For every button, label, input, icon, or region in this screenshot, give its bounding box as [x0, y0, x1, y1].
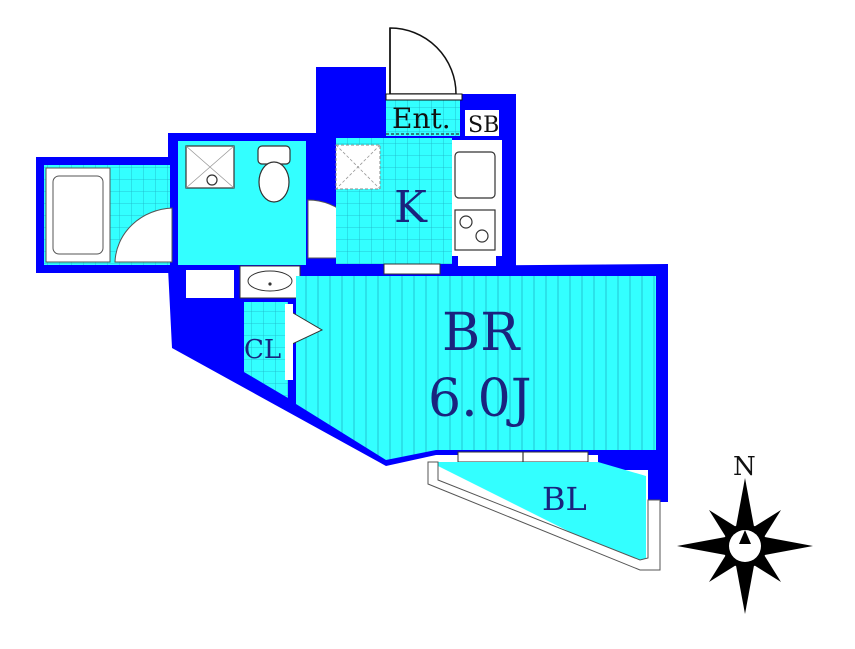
kitchen-label: K [394, 182, 428, 233]
balcony-label: BL [542, 480, 587, 518]
compass-north-label: N [733, 452, 756, 482]
closet [244, 302, 324, 398]
bedroom-size-label: 6.0J [428, 369, 532, 429]
closet-label: CL [244, 335, 281, 365]
shoe-box-label: SB [468, 113, 499, 138]
balcony [427, 461, 661, 571]
compass: N [677, 452, 813, 614]
compass-rose-icon [677, 478, 813, 614]
bathroom [44, 165, 173, 265]
washroom [178, 141, 367, 299]
kitchen [335, 138, 502, 266]
entrance [385, 20, 499, 136]
bedroom [296, 263, 656, 464]
bedroom-label: BR [442, 303, 521, 363]
entrance-label: Ent. [392, 102, 451, 135]
